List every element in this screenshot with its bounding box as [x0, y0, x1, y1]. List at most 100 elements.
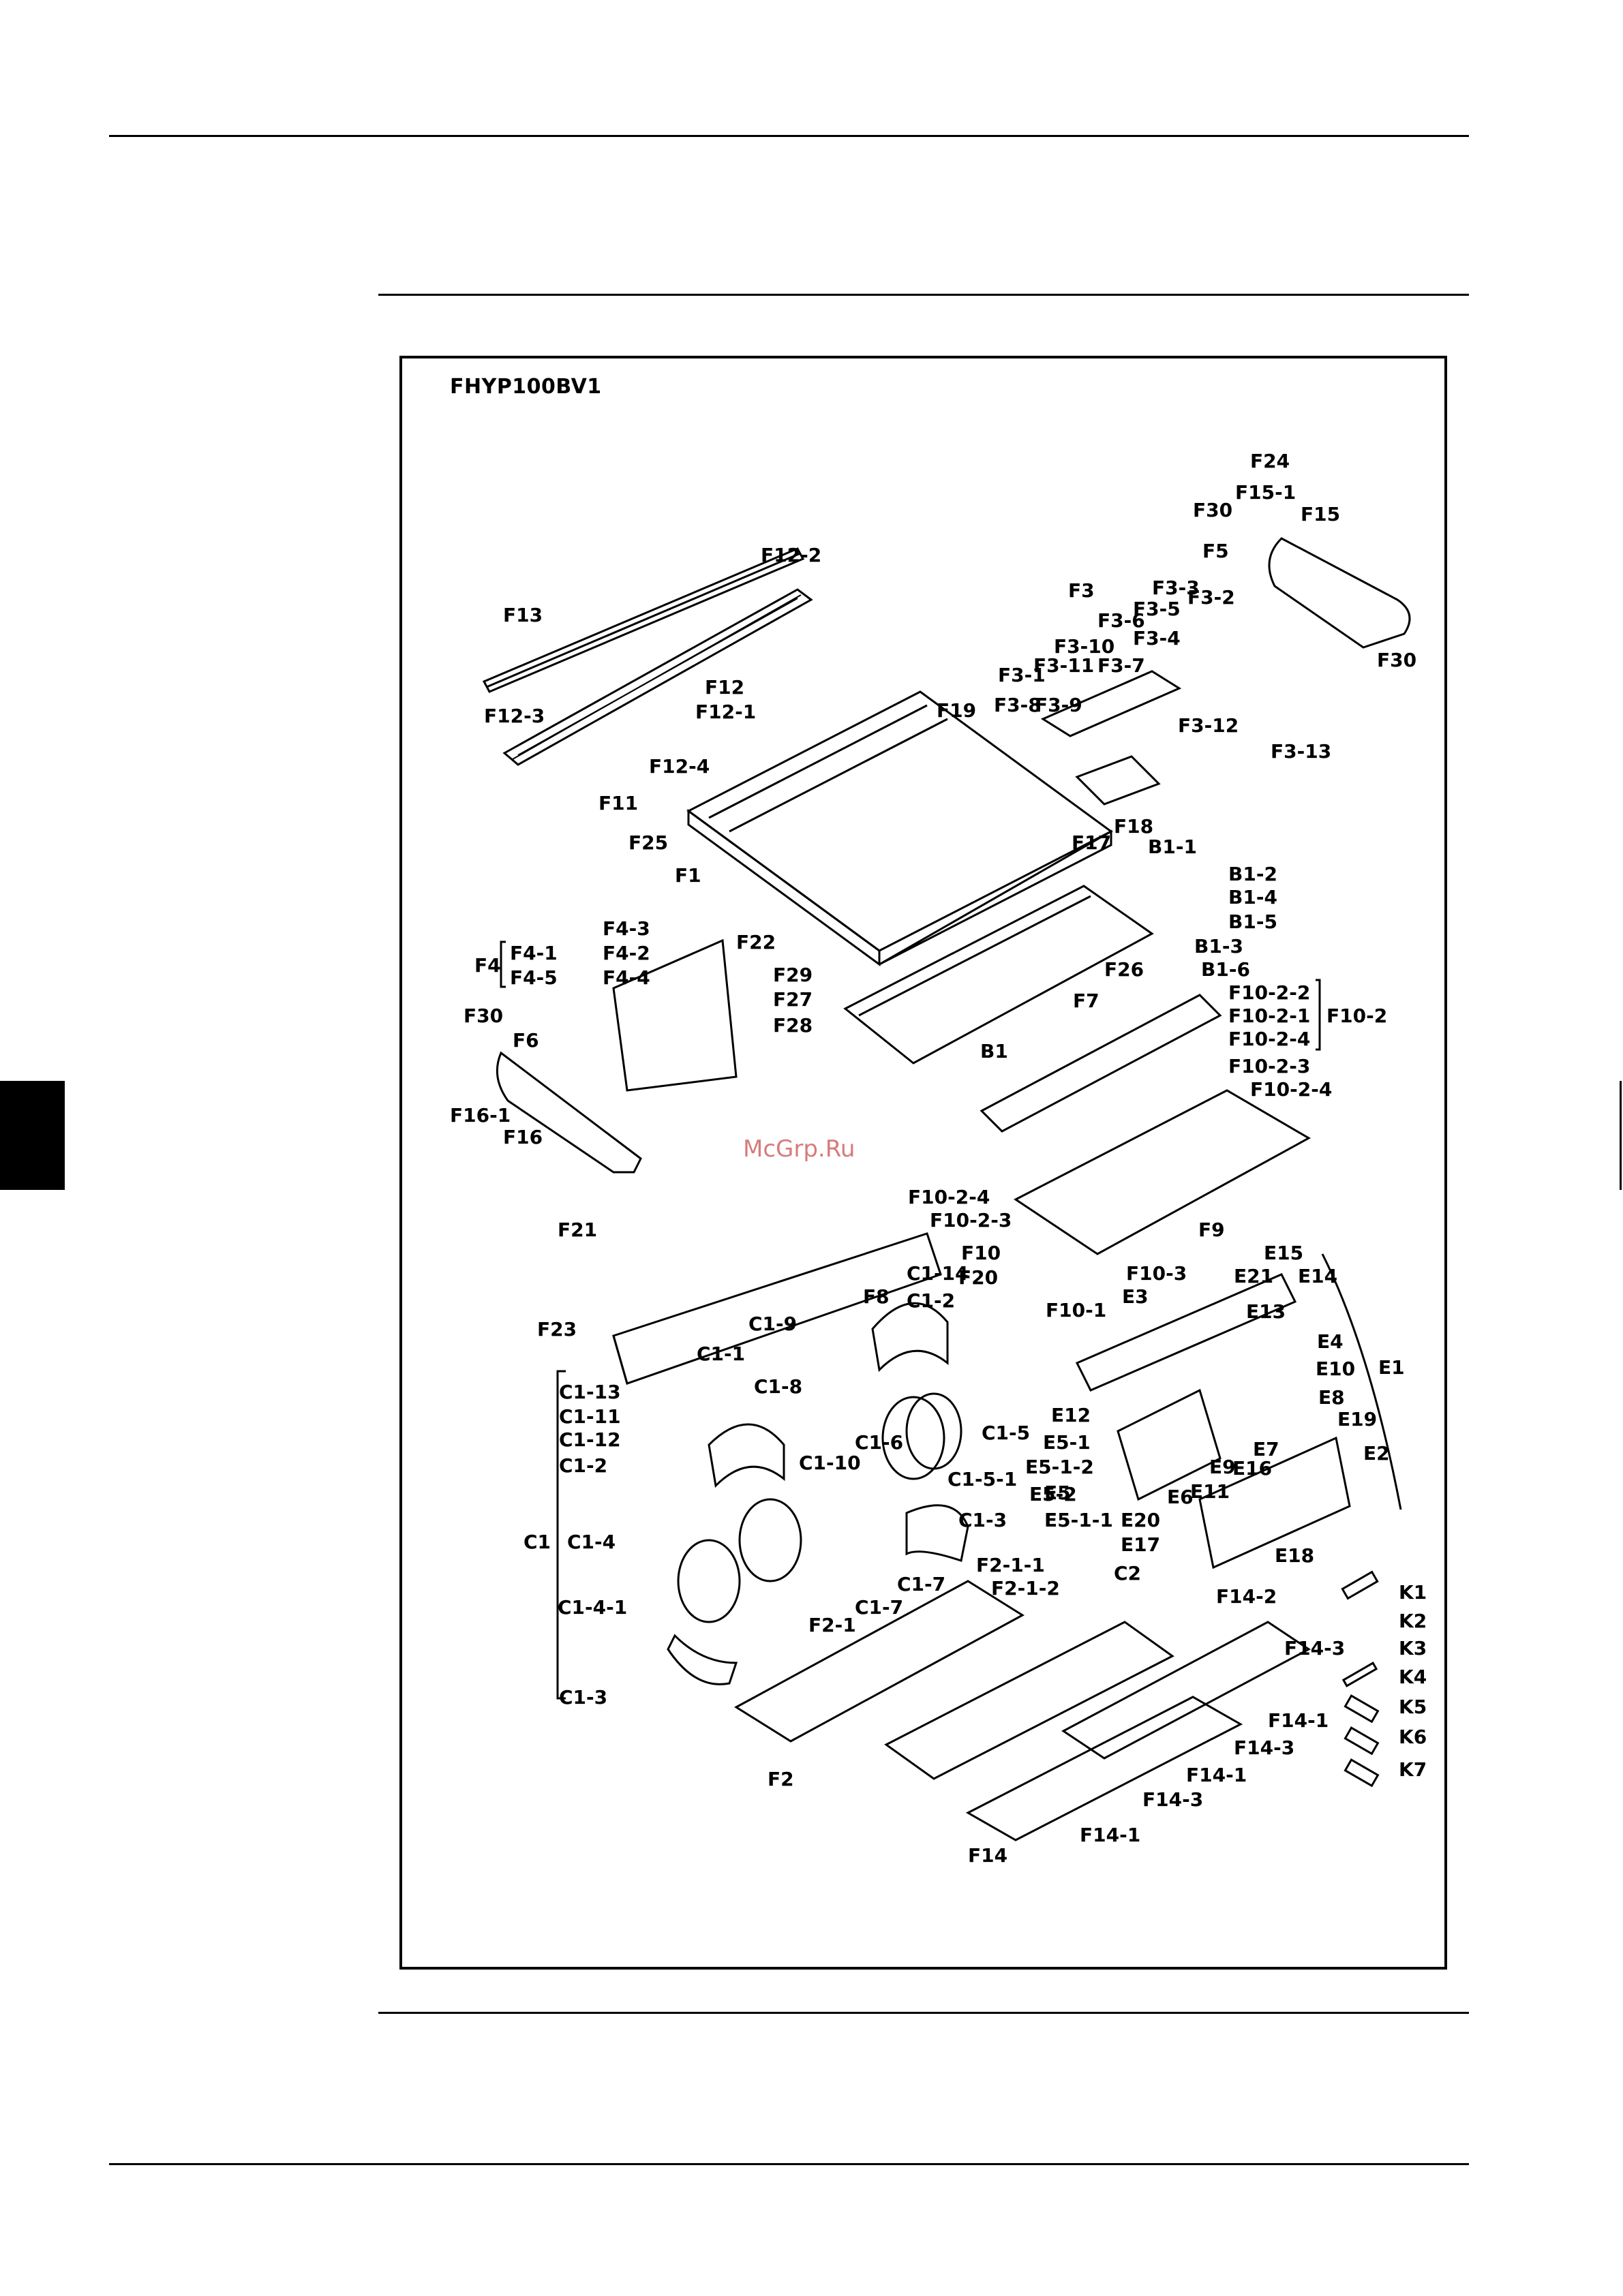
label-f4: F4 [474, 954, 501, 977]
label-e19: E19 [1337, 1408, 1377, 1430]
diagram-frame [399, 356, 1447, 1970]
label-f4-2: F4-2 [603, 942, 650, 964]
e2-box [1198, 1436, 1351, 1570]
e5-pcb [1117, 1388, 1222, 1501]
label-f2-1: F2-1 [808, 1614, 856, 1636]
label-e14: E14 [1298, 1265, 1337, 1287]
label-f21: F21 [558, 1219, 597, 1241]
c1-4-fan-b [738, 1498, 802, 1582]
label-f22: F22 [736, 931, 776, 953]
label-k6: K6 [1399, 1726, 1427, 1748]
label-f5: F5 [1202, 540, 1229, 562]
c1-group-bracket [556, 1370, 566, 1700]
c1-5-fan [881, 1396, 945, 1480]
label-c1-11: C1-11 [559, 1405, 621, 1428]
label-f4-3: F4-3 [603, 917, 650, 940]
label-c1-14: C1-14 [907, 1262, 969, 1285]
label-c1-6: C1-6 [855, 1431, 903, 1454]
label-k5: K5 [1399, 1696, 1427, 1718]
footer-rule [378, 2012, 1469, 2014]
label-f14-3-c: F14-3 [1142, 1788, 1203, 1811]
k4-part [1341, 1662, 1378, 1687]
k5-part [1344, 1694, 1380, 1724]
label-f2-1-2: F2-1-2 [991, 1577, 1060, 1599]
label-c1-7-b: C1-7 [855, 1596, 903, 1619]
label-f3-4: F3-4 [1133, 627, 1181, 649]
label-e16: E16 [1232, 1457, 1272, 1480]
label-e5-1-2: E5-1-2 [1025, 1456, 1094, 1478]
label-k7: K7 [1399, 1758, 1427, 1781]
f13-rail [482, 547, 805, 693]
label-e5-1-1: E5-1-1 [1044, 1509, 1113, 1531]
label-f10-2-3-b: F10-2-3 [930, 1209, 1012, 1231]
label-k4: K4 [1399, 1666, 1427, 1688]
label-f3-1: F3-1 [998, 664, 1046, 686]
label-e9: E9 [1209, 1456, 1236, 1478]
label-k2: K2 [1399, 1610, 1427, 1632]
label-e13: E13 [1246, 1300, 1286, 1323]
f14-filter-1 [965, 1696, 1243, 1841]
label-f24: F24 [1250, 450, 1290, 472]
label-f3-6: F3-6 [1097, 609, 1145, 632]
f3-bracket [1040, 670, 1182, 737]
label-b1-1: B1-1 [1148, 836, 1197, 858]
f14-filter-2 [1061, 1621, 1311, 1760]
label-f10-2-4-b: F10-2-4 [1250, 1078, 1332, 1101]
label-f10-2-2: F10-2-2 [1228, 981, 1310, 1004]
label-f12-3: F12-3 [484, 705, 545, 727]
label-f3-12: F3-12 [1178, 714, 1239, 737]
label-f3-7: F3-7 [1097, 654, 1145, 677]
k7-part [1344, 1758, 1380, 1788]
label-f14: F14 [968, 1844, 1007, 1867]
label-c1: C1 [524, 1531, 551, 1553]
label-f12: F12 [705, 676, 744, 699]
label-f15: F15 [1301, 503, 1340, 525]
label-f12-2: F12-2 [761, 544, 821, 566]
label-f12-4: F12-4 [649, 755, 710, 778]
label-c1-9: C1-9 [748, 1313, 797, 1335]
label-b1-3: B1-3 [1194, 935, 1243, 958]
e3-cover [1075, 1273, 1297, 1392]
label-f25: F25 [628, 831, 668, 854]
label-e7: E7 [1253, 1438, 1279, 1460]
model-title: FHYP100BV1 [450, 375, 602, 399]
label-f6: F6 [513, 1029, 539, 1052]
label-f3-9: F3-9 [1035, 694, 1082, 716]
c1-casing [612, 1232, 942, 1385]
e1-group-bracket [1321, 1253, 1402, 1510]
label-f26: F26 [1104, 958, 1144, 981]
label-f10-2-4-c: F10-2-4 [908, 1186, 990, 1208]
label-f3-8: F3-8 [994, 694, 1042, 716]
label-e21: E21 [1234, 1265, 1273, 1287]
b1-drain-pan [843, 885, 1154, 1065]
label-e12: E12 [1051, 1404, 1091, 1426]
label-f2-1-1: F2-1-1 [976, 1554, 1045, 1576]
label-f14-3-a: F14-3 [1284, 1637, 1345, 1659]
c1-2-scroll-a [871, 1302, 949, 1373]
label-f14-1-a: F14-1 [1268, 1709, 1329, 1732]
label-e2: E2 [1363, 1442, 1390, 1465]
label-f30-b: F30 [1377, 649, 1416, 671]
k6-part [1344, 1726, 1380, 1756]
label-f11: F11 [598, 792, 638, 814]
f15-side-panel [1268, 537, 1411, 649]
label-e5-1: E5-1 [1043, 1431, 1091, 1454]
label-f14-1-b: F14-1 [1186, 1764, 1247, 1786]
label-c1-7-a: C1-7 [897, 1573, 945, 1595]
label-b1-4: B1-4 [1228, 886, 1277, 908]
label-f10-1: F10-1 [1046, 1299, 1106, 1321]
label-e8: E8 [1318, 1386, 1345, 1409]
label-f3-2: F3-2 [1187, 586, 1235, 609]
label-f3-10: F3-10 [1054, 635, 1114, 658]
label-f10-3: F10-3 [1126, 1262, 1187, 1285]
label-e5: E5 [1044, 1482, 1071, 1504]
label-b1: B1 [980, 1040, 1008, 1062]
label-c1-4-1: C1-4-1 [558, 1596, 627, 1619]
label-c1-8: C1-8 [754, 1375, 802, 1398]
label-e20: E20 [1121, 1509, 1160, 1531]
f12-filter [502, 588, 813, 766]
c1-3-scroll-b [667, 1634, 738, 1685]
label-c1-2-b: C1-2 [559, 1454, 607, 1477]
header-rule [378, 294, 1469, 296]
